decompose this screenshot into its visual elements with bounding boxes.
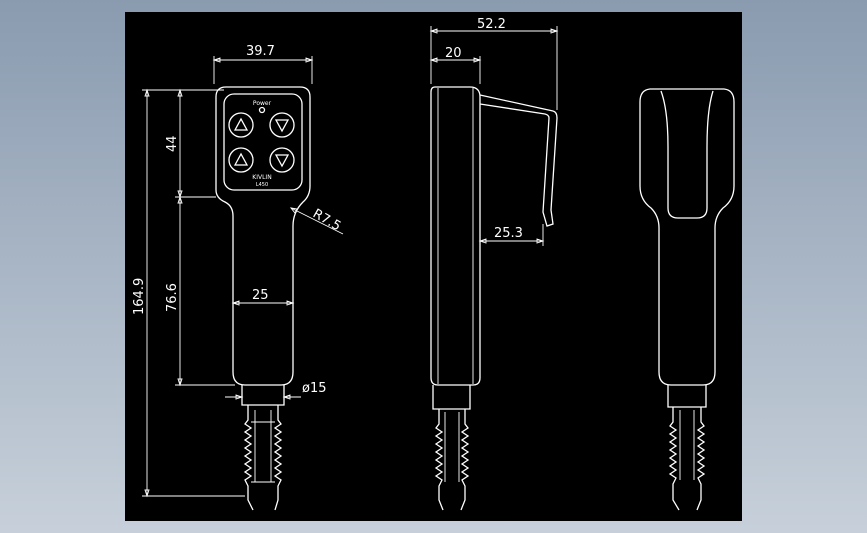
side-dimensions: 52.2 20 25.3: [429, 17, 559, 246]
down-button-top[interactable]: [269, 112, 295, 138]
triangle-up-icon: [233, 152, 249, 166]
cad-viewport[interactable]: Power KIVLIN L450 39.7 44 164.9 76.6: [125, 12, 742, 521]
back-view: [639, 88, 735, 511]
side-outline: [430, 86, 481, 386]
dim-radius: R7.5: [310, 206, 343, 234]
button-panel: [223, 93, 303, 191]
front-view: Power KIVLIN L450: [215, 86, 311, 511]
dim-total-height: 164.9: [132, 278, 147, 315]
back-outline: [639, 88, 735, 386]
dim-handle-width: 25: [252, 288, 269, 303]
front-cable-core: [254, 410, 272, 482]
front-strain-relief: [243, 405, 254, 511]
front-outline: [215, 86, 311, 386]
dim-side-body: 20: [445, 46, 462, 61]
dim-top-width: 39.7: [246, 44, 275, 59]
back-strain-relief-right: [696, 407, 706, 511]
front-dimensions: 39.7 44 164.9 76.6 R7.5 25 ø15: [132, 44, 343, 498]
dim-handle-height: 76.6: [165, 283, 180, 312]
up-button-top[interactable]: [228, 112, 254, 138]
side-cable-core: [444, 412, 460, 482]
triangle-up-icon: [233, 117, 249, 131]
dim-head-height: 44: [165, 135, 180, 152]
model-label: L450: [256, 182, 268, 188]
brand-label: KIVLIN: [252, 174, 271, 181]
side-strain-relief: [434, 409, 444, 511]
triangle-down-icon: [274, 154, 290, 168]
back-strain-relief: [668, 407, 680, 511]
power-label: Power: [253, 100, 272, 107]
front-strain-relief-right: [273, 405, 283, 511]
back-clip: [660, 90, 714, 219]
back-collar: [667, 385, 707, 408]
back-cable-core: [679, 410, 695, 480]
dim-cable-diameter: ø15: [302, 381, 327, 396]
down-button-bottom[interactable]: [269, 147, 295, 173]
dim-clip-width: 25.3: [494, 226, 523, 241]
side-collar: [432, 385, 471, 410]
up-button-bottom[interactable]: [228, 147, 254, 173]
side-view: [430, 86, 558, 511]
front-collar: [241, 385, 285, 406]
front-cable-bands: [251, 421, 275, 483]
dim-side-total: 52.2: [477, 17, 506, 32]
drawing-canvas: Power KIVLIN L450 39.7 44 164.9 76.6: [132, 17, 735, 511]
side-clip: [479, 94, 558, 227]
side-edges: [437, 88, 474, 384]
triangle-down-icon: [274, 119, 290, 133]
power-led-icon: [258, 106, 266, 114]
side-strain-relief-right: [460, 409, 470, 511]
